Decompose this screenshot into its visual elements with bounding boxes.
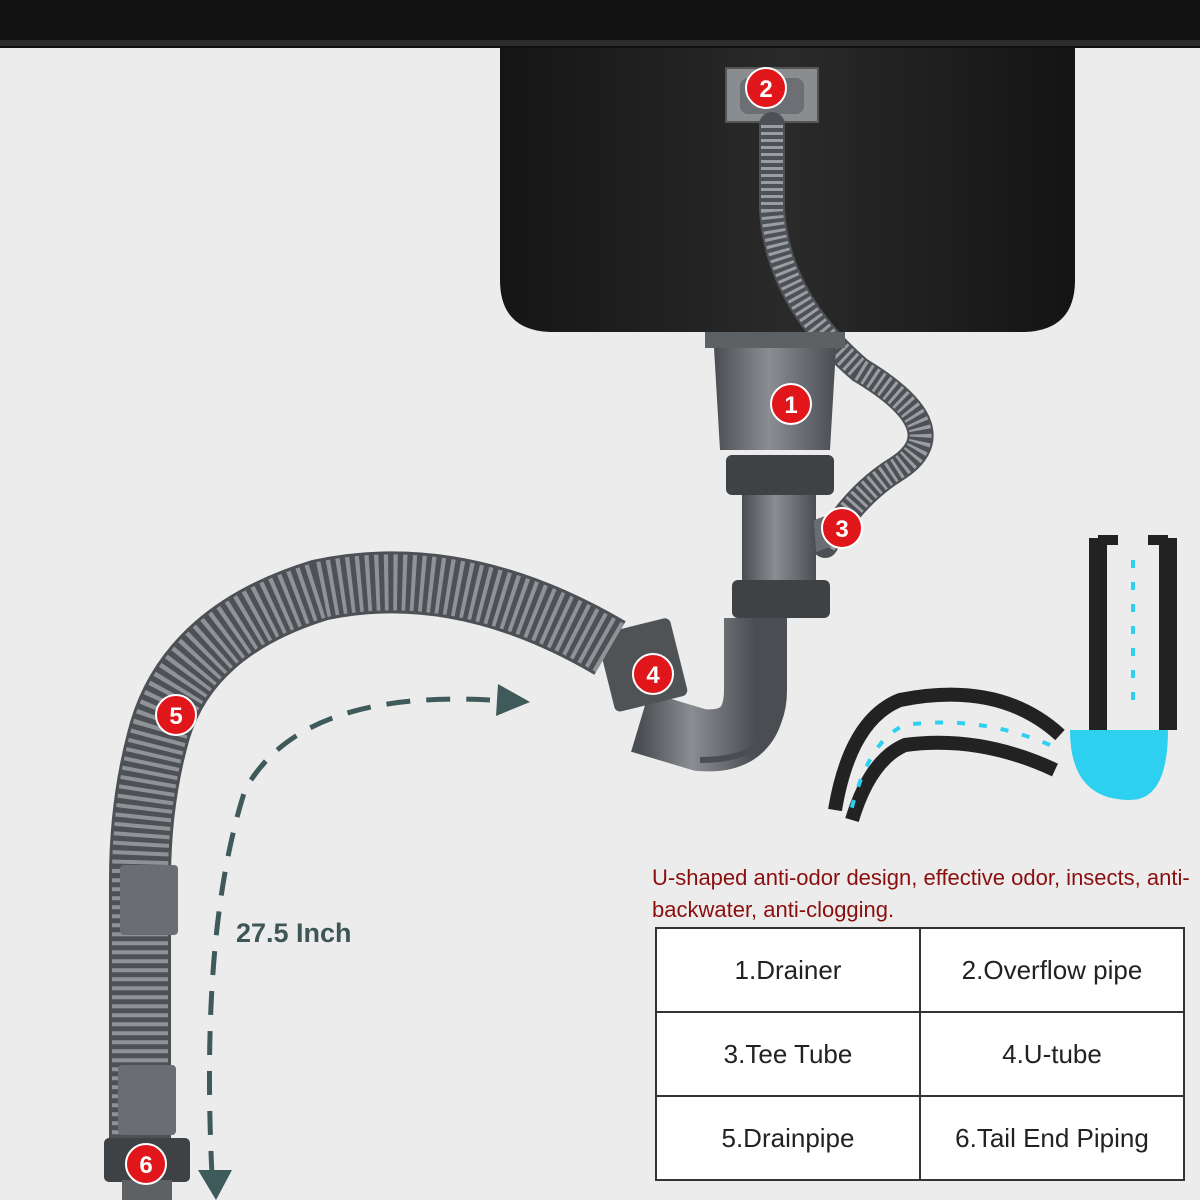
part-cell: 2.Overflow pipe (920, 928, 1184, 1012)
marker-5: 5 (156, 695, 196, 735)
tagline: U-shaped anti-odor design, effective odo… (652, 862, 1197, 926)
u-tube (596, 617, 784, 760)
length-label: 27.5 Inch (236, 918, 352, 949)
marker-4: 4 (633, 654, 673, 694)
corrugated-drainpipe (104, 582, 610, 1200)
table-row: 3.Tee Tube 4.U-tube (656, 1012, 1184, 1096)
part-cell: 3.Tee Tube (656, 1012, 920, 1096)
u-trap-water-flow-icon (835, 538, 1168, 820)
marker-3: 3 (822, 508, 862, 548)
part-cell: 5.Drainpipe (656, 1096, 920, 1180)
part-cell: 1.Drainer (656, 928, 920, 1012)
svg-text:5: 5 (169, 703, 182, 730)
svg-text:6: 6 (139, 1152, 152, 1179)
table-row: 1.Drainer 2.Overflow pipe (656, 928, 1184, 1012)
parts-table: 1.Drainer 2.Overflow pipe 3.Tee Tube 4.U… (655, 927, 1185, 1181)
part-cell: 6.Tail End Piping (920, 1096, 1184, 1180)
marker-1: 1 (771, 384, 811, 424)
table-row: 5.Drainpipe 6.Tail End Piping (656, 1096, 1184, 1180)
svg-text:4: 4 (646, 662, 660, 689)
marker-6: 6 (126, 1144, 166, 1184)
svg-text:1: 1 (784, 392, 797, 419)
svg-text:2: 2 (759, 76, 772, 103)
marker-2: 2 (746, 68, 786, 108)
svg-text:3: 3 (835, 516, 848, 543)
part-cell: 4.U-tube (920, 1012, 1184, 1096)
